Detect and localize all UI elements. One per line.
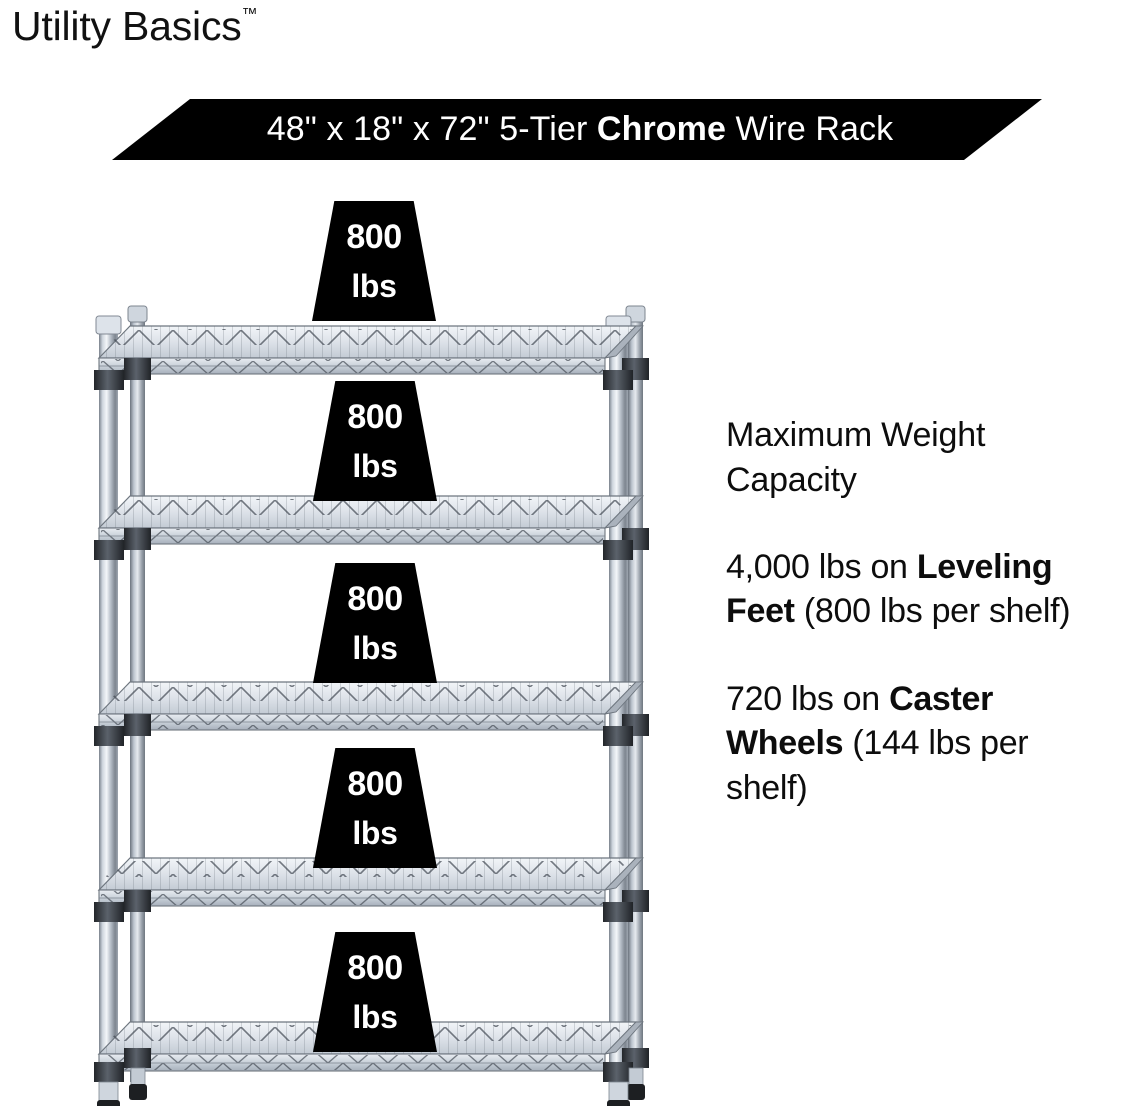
shelf-capacity-badge: 800 lbs xyxy=(313,563,437,683)
trademark-symbol: ™ xyxy=(241,6,258,23)
badge-number: 800 xyxy=(346,218,402,256)
leveling-detail: (800 lbs per shelf) xyxy=(794,591,1071,630)
badge-unit: lbs xyxy=(352,630,398,666)
capacity-copy-block: Maximum Weight Capacity 4,000 lbs on Lev… xyxy=(726,413,1108,854)
banner-finish: Chrome xyxy=(596,110,726,148)
brand-wordmark: Utility Basics™ xyxy=(12,3,258,49)
shelf-capacity-badge: 800 lbs xyxy=(313,748,437,868)
shelf-tier-4 xyxy=(94,857,649,922)
caster-emphasis: Caster Wheels xyxy=(726,680,994,763)
shelf-capacity-badge: 800 lbs xyxy=(312,201,436,321)
caster-detail: (144 lbs per shelf) xyxy=(726,724,1029,807)
banner-dimensions: 48" x 18" x 72" xyxy=(266,110,490,148)
shelf-tier-1 xyxy=(94,325,649,390)
badge-unit: lbs xyxy=(351,268,397,304)
badge-number: 800 xyxy=(347,398,403,436)
shelf-capacity-badge: 800 lbs xyxy=(313,932,437,1052)
leveling-emphasis: Leveling Feet xyxy=(726,547,1053,630)
rack-svg xyxy=(94,305,649,1106)
badge-unit: lbs xyxy=(352,448,398,484)
brand-name: Utility Basics xyxy=(12,3,242,49)
leveling-feet-capacity: 4,000 lbs on Leveling Feet (800 lbs per … xyxy=(726,545,1108,633)
badge-number: 800 xyxy=(347,949,403,987)
banner-product: Wire Rack xyxy=(735,110,894,148)
caster-total: 720 lbs on xyxy=(726,680,890,719)
leveling-feet xyxy=(97,1067,645,1106)
capacity-heading: Maximum Weight Capacity xyxy=(726,416,986,499)
shelf-tier-2 xyxy=(94,495,649,560)
shelf-capacity-badge: 800 lbs xyxy=(313,381,437,501)
caster-wheels-capacity: 720 lbs on Caster Wheels (144 lbs per sh… xyxy=(726,677,1108,810)
chrome-wire-rack-illustration xyxy=(88,296,664,1106)
badge-number: 800 xyxy=(347,765,403,803)
leveling-total: 4,000 lbs on xyxy=(726,547,917,586)
shelf-tier-3 xyxy=(94,681,649,746)
badge-unit: lbs xyxy=(352,999,398,1035)
badge-number: 800 xyxy=(347,580,403,618)
title-banner-text: 48" x 18" x 72" 5-Tier Chrome Wire Rack xyxy=(112,99,1042,160)
badge-unit: lbs xyxy=(352,815,398,851)
title-banner: 48" x 18" x 72" 5-Tier Chrome Wire Rack xyxy=(112,99,1042,160)
banner-tiers: 5-Tier xyxy=(499,110,588,148)
